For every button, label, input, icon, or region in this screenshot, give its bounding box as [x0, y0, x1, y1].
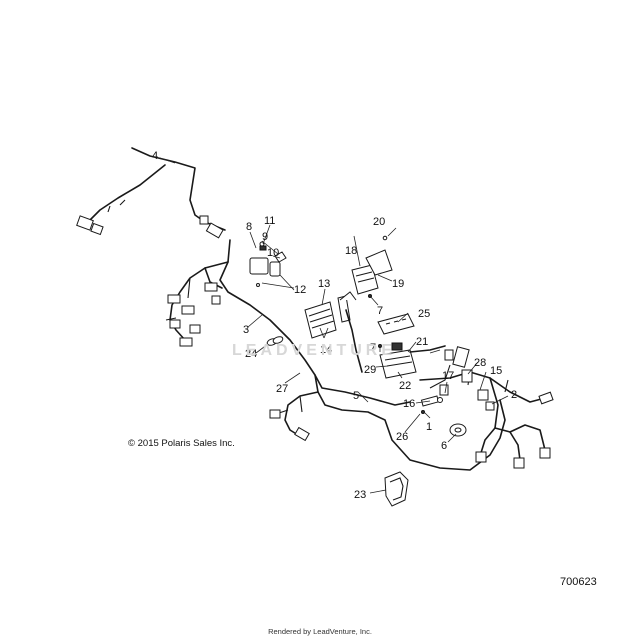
callout-21: 21 [416, 336, 428, 348]
clip-part-24 [266, 336, 284, 346]
fuse-box-part-22 [378, 342, 446, 379]
callout-5: 5 [353, 390, 359, 402]
callout-3: 3 [243, 324, 249, 336]
callout-22: 22 [399, 380, 411, 392]
callout-7-lower: 7 [370, 342, 376, 354]
callout-20: 20 [373, 216, 385, 228]
watermark-text: LEADVENTURE [232, 342, 397, 359]
callout-9: 9 [262, 231, 268, 243]
callout-29: 29 [364, 364, 376, 376]
callout-6: 6 [441, 440, 447, 452]
leader-lines [159, 157, 509, 494]
main-harness-part-3 [165, 239, 411, 406]
rendered-by-footer: Rendered by LeadVenture, Inc. [268, 627, 372, 636]
callout-25: 25 [418, 308, 430, 320]
callout-1: 1 [426, 421, 432, 433]
callout-28: 28 [474, 357, 486, 369]
seal-part-23 [384, 471, 409, 507]
callout-23: 23 [354, 489, 366, 501]
callout-15: 15 [490, 365, 502, 377]
callout-13: 13 [318, 278, 330, 290]
fuse-cover-part-25 [377, 313, 415, 335]
callout-4: 4 [152, 150, 158, 162]
callout-8: 8 [246, 221, 252, 233]
main-harness-part-27 [269, 374, 506, 471]
callout-7-upper: 7 [377, 305, 383, 317]
callout-12: 12 [294, 284, 306, 296]
callout-16: 16 [403, 398, 415, 410]
relay-parts-8-12 [249, 241, 287, 287]
callout-24: 24 [245, 348, 257, 360]
callout-19: 19 [392, 278, 404, 290]
harness-part-4 [76, 147, 226, 239]
connector-parts-28-15 [461, 369, 495, 411]
callout-numbers: 4 8 11 9 10 12 3 24 13 14 20 18 19 7 25 … [152, 150, 517, 501]
callout-26: 26 [396, 431, 408, 443]
callout-10: 10 [267, 247, 279, 259]
callout-14: 14 [320, 344, 332, 356]
callout-11: 11 [264, 215, 275, 227]
ecu-part-13 [304, 291, 363, 373]
copyright-text: © 2015 Polaris Sales Inc. [128, 438, 235, 449]
callout-2: 2 [511, 389, 517, 401]
drawing-number: 700623 [560, 576, 597, 588]
callout-27: 27 [276, 383, 288, 395]
module-part-18 [351, 235, 393, 298]
callout-17: 17 [442, 370, 454, 382]
connector-parts-16-17 [420, 384, 449, 414]
callout-18: 18 [345, 245, 357, 257]
grommet-part-6 [449, 423, 467, 437]
